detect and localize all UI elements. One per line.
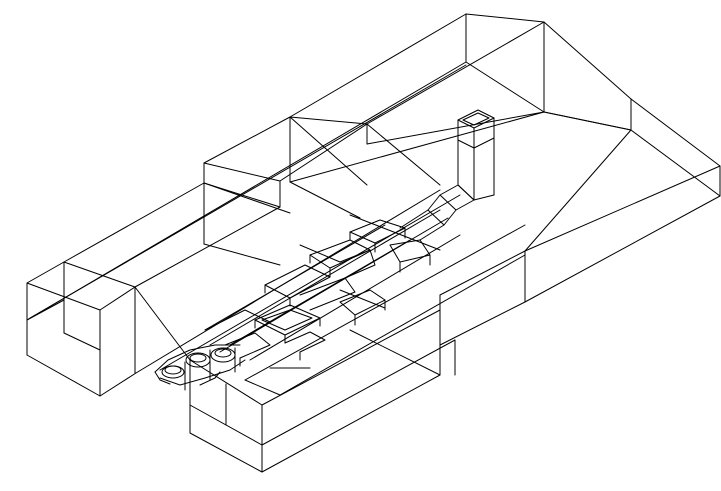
central-machinery-line xyxy=(204,194,461,367)
tower-structure xyxy=(439,109,495,211)
round-tanks-cluster xyxy=(154,344,246,391)
front-lower-block xyxy=(189,309,456,473)
right-side-block xyxy=(439,98,721,376)
left-end-block xyxy=(26,261,137,397)
central-floor-planes xyxy=(135,189,526,396)
upper-left-roof-block xyxy=(26,13,632,374)
